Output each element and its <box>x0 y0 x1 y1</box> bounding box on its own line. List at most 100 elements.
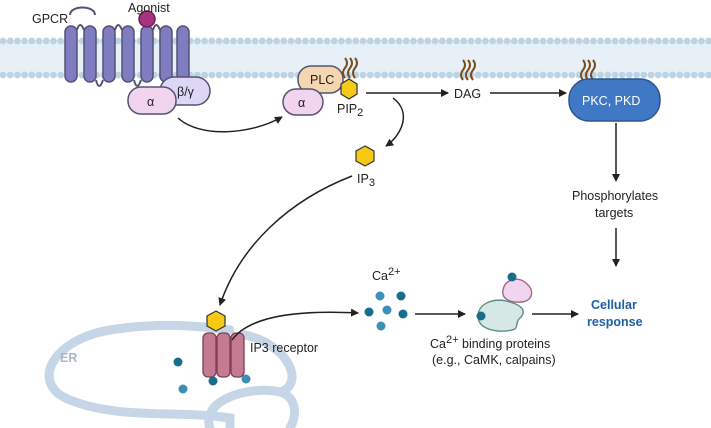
lipid-head <box>359 71 367 79</box>
lipid-head <box>532 71 540 79</box>
pip2-to-ip3-arrow <box>385 97 404 147</box>
lipid-head <box>201 71 209 79</box>
lipid-head <box>230 37 237 45</box>
lipid-head <box>604 71 612 79</box>
lipid-head <box>611 37 619 45</box>
lipid-head <box>590 37 597 45</box>
ip3-receptor-label: IP3 receptor <box>250 341 318 355</box>
lipid-head <box>402 71 410 79</box>
lipid-head <box>503 71 511 79</box>
lipid-head <box>352 37 360 45</box>
lipid-head <box>417 71 424 79</box>
er-calcium-ion <box>178 384 188 394</box>
lipid-head <box>410 71 417 79</box>
targets-label: targets <box>595 206 633 220</box>
lipid-head <box>57 71 64 79</box>
calcium-ion <box>398 309 408 319</box>
er-label: ER <box>60 351 77 365</box>
lipid-head <box>28 37 36 45</box>
lipid-head <box>669 37 676 45</box>
lipid-head <box>698 37 705 45</box>
pkc-lipid-tails <box>580 59 596 81</box>
lipid-head <box>42 71 50 79</box>
calcium-label: Ca2+ <box>372 266 401 283</box>
lipid-head <box>287 37 295 45</box>
lipid-head <box>316 37 324 45</box>
dag-label: DAG <box>454 87 481 101</box>
lipid-head <box>258 37 266 45</box>
lipid-head <box>366 37 374 45</box>
lipid-head <box>338 37 345 45</box>
lipid-head <box>388 37 396 45</box>
lipid-head <box>647 71 655 79</box>
ip3-to-receptor-arrow <box>218 175 353 306</box>
alpha-subunit <box>127 86 177 115</box>
lipid-head <box>438 71 446 79</box>
lipid-head <box>431 37 439 45</box>
lipid-head <box>554 37 561 45</box>
lipid-head <box>215 37 223 45</box>
lipid-head <box>647 37 655 45</box>
lipid-head <box>618 37 626 45</box>
lipid-head <box>381 71 388 79</box>
lipid-head <box>669 71 676 79</box>
lipid-head <box>654 71 662 79</box>
lipid-head <box>698 71 705 79</box>
beta-gamma-label: β/γ <box>177 85 195 99</box>
plc-label: PLC <box>310 73 334 87</box>
lipid-head <box>496 37 504 45</box>
calcium-binding-examples: (e.g., CaMK, calpains) <box>432 353 556 367</box>
lipid-head <box>575 37 583 45</box>
lipid-head <box>705 71 711 79</box>
lipid-head <box>662 37 669 45</box>
lipid-head <box>510 71 518 79</box>
lipid-head <box>237 71 245 79</box>
lipid-head <box>21 37 28 45</box>
lipid-head <box>532 37 540 45</box>
calcium-binding-label: Ca2+ binding proteins <box>430 334 550 351</box>
lipid-head <box>489 37 496 45</box>
lipid-head <box>208 37 216 45</box>
lipid-head <box>518 37 525 45</box>
lipid-head <box>0 37 7 45</box>
er-calcium-ion <box>208 376 218 386</box>
lipid-head <box>474 37 482 45</box>
lipid-head <box>453 71 460 79</box>
pkc-pkd-label: PKC, PKD <box>582 94 640 108</box>
lipid-head <box>582 37 590 45</box>
lipid-head <box>395 37 403 45</box>
lipid-head <box>330 37 338 45</box>
lipid-head <box>626 71 633 79</box>
lipid-head <box>208 71 216 79</box>
receptor-to-calcium-arrow <box>231 308 359 341</box>
lipid-head <box>496 71 504 79</box>
lipid-head <box>525 37 532 45</box>
lipid-head <box>388 71 396 79</box>
lipid-head <box>309 37 316 45</box>
lipid-head <box>604 37 612 45</box>
lipid-head <box>294 37 302 45</box>
lipid-head <box>50 71 57 79</box>
lipid-head <box>273 71 280 79</box>
lipid-head <box>302 37 309 45</box>
lipid-head <box>546 37 554 45</box>
pip2-label: PIP2 <box>337 102 363 119</box>
agonist-label: Agonist <box>128 1 170 15</box>
alpha-label: α <box>147 95 154 109</box>
ip3-receptor-channel <box>202 310 245 378</box>
pip2-hexagon <box>340 78 358 100</box>
lipid-head <box>611 71 619 79</box>
lipid-head <box>417 37 424 45</box>
lipid-head <box>323 37 331 45</box>
lipid-head <box>489 71 496 79</box>
calcium-ion <box>364 307 374 317</box>
lipid-head <box>280 37 288 45</box>
lipid-head <box>453 37 460 45</box>
ip3-bound-hexagon <box>206 310 226 332</box>
lipid-head <box>510 37 518 45</box>
lipid-head <box>618 71 626 79</box>
alpha-active-label: α <box>298 96 305 110</box>
lipid-head <box>597 71 604 79</box>
